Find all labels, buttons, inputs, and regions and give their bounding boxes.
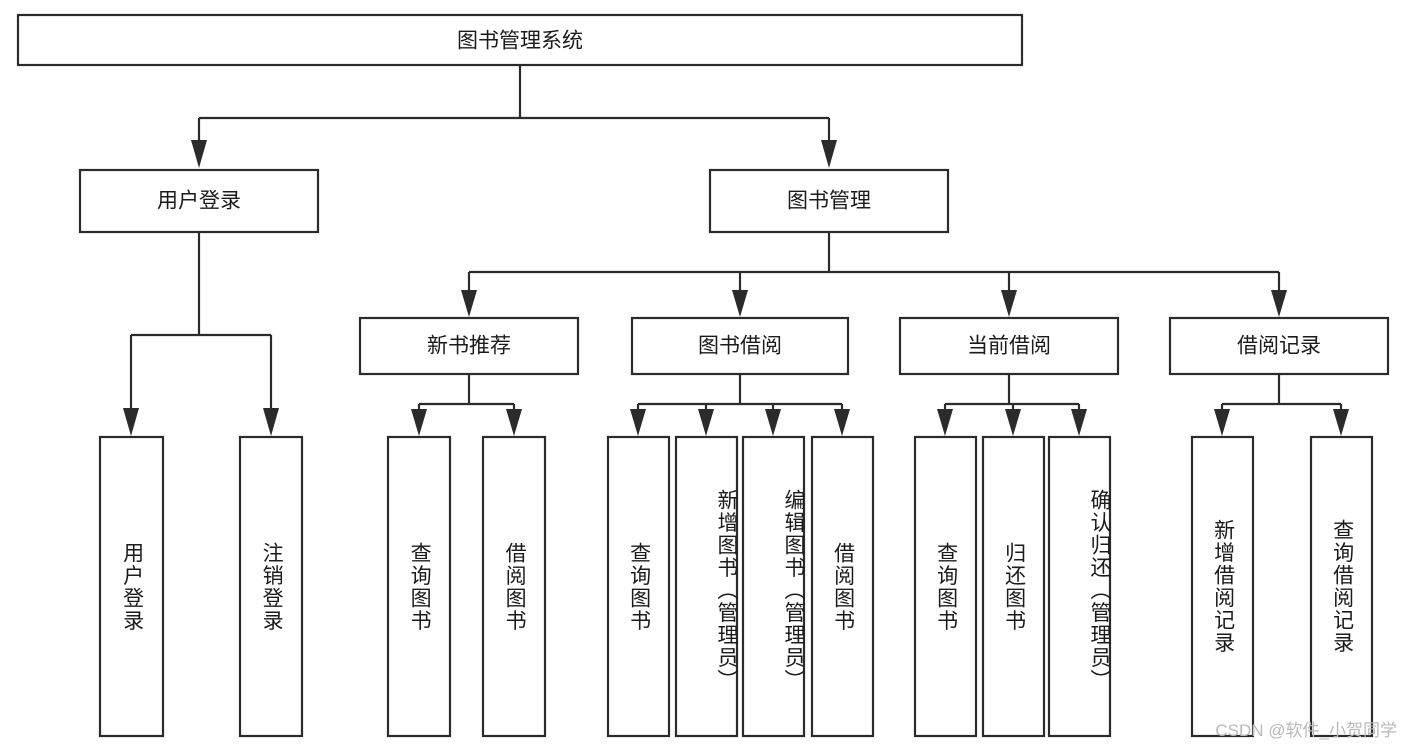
arrow-head-user-login <box>191 140 207 168</box>
leaf-box-borrow-book-1[interactable] <box>481 435 547 738</box>
connector-group-borrow-record <box>1214 374 1349 436</box>
leaf-label-query-book-3: 查询图书 <box>934 541 958 632</box>
arrow-head-book-borrow <box>732 290 748 317</box>
leaf-box-add-book[interactable] <box>674 435 739 738</box>
arrow-head-confirm-return <box>1071 409 1087 436</box>
arrow-head-add-borrow-record <box>1214 409 1230 436</box>
arrow-head-borrow-book-1 <box>506 409 522 436</box>
leaf-box-query-book-3[interactable] <box>913 435 978 738</box>
leaf-box-user-login[interactable] <box>98 435 165 738</box>
connector-group-book-mgmt <box>461 232 1287 317</box>
node-book-borrow-box[interactable] <box>630 316 850 376</box>
node-root-box[interactable] <box>16 13 1024 67</box>
leaf-label-borrow-book-2: 借阅图书 <box>831 541 855 632</box>
arrow-head-query-book-3 <box>937 409 953 436</box>
arrow-head-current-borrow <box>1001 290 1017 317</box>
leaf-label-edit-book: 编辑图书（管理员） <box>782 489 805 692</box>
leaf-label-query-book-2: 查询图书 <box>627 541 651 632</box>
node-current-borrow-box[interactable] <box>898 316 1120 376</box>
leaf-label-query-book-1: 查询图书 <box>408 541 432 632</box>
arrow-head-borrow-book-2 <box>834 409 850 436</box>
arrow-head-leaf-logout <box>263 408 279 436</box>
connector-group-user-login <box>123 232 279 436</box>
arrow-head-borrow-record <box>1271 290 1287 317</box>
node-user-login-box[interactable] <box>78 168 320 234</box>
leaf-label-borrow-book-1: 借阅图书 <box>503 541 527 632</box>
arrow-head-query-book-2 <box>630 409 646 436</box>
connector-group-book-borrow <box>630 374 850 436</box>
leaf-label-return-book: 归还图书 <box>1002 541 1026 632</box>
node-borrow-record-box[interactable] <box>1168 316 1390 376</box>
arrow-head-book-mgmt <box>821 140 837 168</box>
arrow-head-query-borrow-record <box>1333 409 1349 436</box>
leaf-box-logout[interactable] <box>238 435 304 738</box>
node-book-mgmt-box[interactable] <box>708 168 950 234</box>
leaf-label-add-borrow-record: 新增借阅记录 <box>1211 519 1235 654</box>
leaf-label-query-borrow-record: 查询借阅记录 <box>1330 519 1354 654</box>
arrow-head-new-book-rec <box>461 290 477 317</box>
leaf-box-return-book[interactable] <box>981 435 1046 738</box>
csdn-watermark: CSDN @软件_小贺同学 <box>1215 721 1397 740</box>
connector-group-root <box>191 65 837 168</box>
arrow-head-query-book-1 <box>411 409 427 436</box>
connector-group-new-book-rec <box>411 374 522 436</box>
leaf-box-borrow-book-2[interactable] <box>810 435 875 738</box>
leaf-box-add-borrow-record[interactable] <box>1190 435 1255 738</box>
node-root-label: 图书管理系统 <box>457 30 583 53</box>
leaf-box-query-book-1[interactable] <box>386 435 452 738</box>
node-borrow-record-label: 借阅记录 <box>1237 335 1321 358</box>
leaf-box-confirm-return[interactable] <box>1047 435 1112 738</box>
node-user-login-label: 用户登录 <box>157 190 241 213</box>
node-book-mgmt-label: 图书管理 <box>787 190 871 213</box>
node-current-borrow-label: 当前借阅 <box>967 335 1051 358</box>
leaf-box-query-book-2[interactable] <box>606 435 671 738</box>
arrow-head-leaf-user-login <box>123 408 139 436</box>
leaf-label-logout: 注销登录 <box>260 541 284 632</box>
leaf-box-query-borrow-record[interactable] <box>1309 435 1374 738</box>
leaf-box-edit-book[interactable] <box>741 435 806 738</box>
arrow-head-add-book <box>698 409 714 436</box>
leaf-label-add-book: 新增图书（管理员） <box>715 489 738 692</box>
node-book-borrow-label: 图书借阅 <box>698 335 782 358</box>
leaf-label-user-login: 用户登录 <box>120 541 144 632</box>
connector-group-current-borrow <box>937 374 1087 436</box>
arrow-head-edit-book <box>765 409 781 436</box>
leaf-label-confirm-return: 确认归还（管理员） <box>1088 489 1111 692</box>
arrow-head-return-book <box>1005 409 1021 436</box>
node-new-book-rec-label: 新书推荐 <box>427 335 511 358</box>
node-new-book-rec-box[interactable] <box>358 316 580 376</box>
